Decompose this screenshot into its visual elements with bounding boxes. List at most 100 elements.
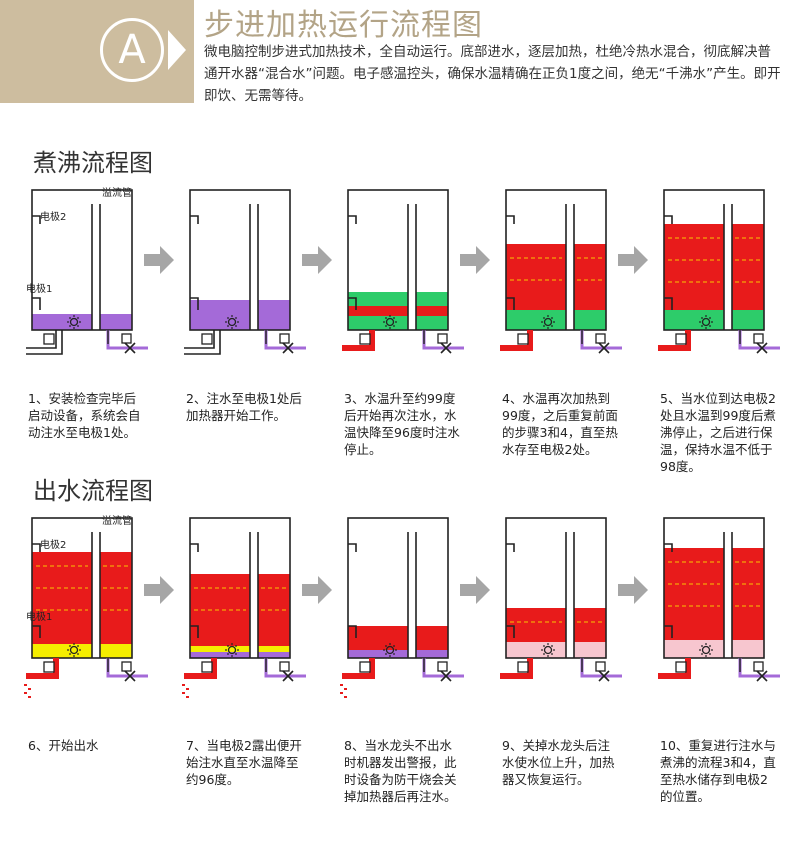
out-step10-electrode1 <box>664 625 673 638</box>
boil-step2-heater-dot <box>227 325 229 327</box>
out-step9-heater-dot <box>551 645 553 647</box>
out-step6-tank-outline <box>31 517 133 659</box>
out-step7-water-band <box>258 652 290 658</box>
boil-step2-faucet-icon <box>201 333 213 345</box>
boil-step4-tank-outline <box>505 189 607 331</box>
boil-arrow-icon-3-shape <box>460 246 490 274</box>
boil-step1-heater-dot <box>69 325 71 327</box>
out-step8-sensor-icon <box>437 661 448 672</box>
out-step9-faucet-icon <box>517 661 529 673</box>
out-step10-water-band <box>732 548 764 640</box>
boil-step3-water-band <box>416 306 448 316</box>
out-step9-heater-dot <box>543 645 545 647</box>
boil-arrow-icon-1-shape <box>144 246 174 274</box>
boil-step3-electrode1 <box>348 297 357 310</box>
out-step10-caption: 10、重复进行注水与煮沸的流程3和4，直至热水储存到电极2的位置。 <box>660 738 776 804</box>
boil-step2-valve-icon <box>282 342 294 354</box>
boil-step3-water-band <box>416 292 448 306</box>
out-step9-electrode2 <box>506 543 515 552</box>
out-step8-outlet-pipe <box>342 658 375 679</box>
out-step7-heater-dot <box>231 643 233 645</box>
boil-step3-heater-dot <box>395 321 397 323</box>
boil-step3-water-band <box>348 306 408 316</box>
out-step8-water-band <box>416 650 448 658</box>
boil-step2-outlet-pipe <box>184 330 215 349</box>
boil-step5-water-band <box>664 310 724 330</box>
boil-step4-tank <box>500 189 622 354</box>
boil-step4-electrode2 <box>506 215 515 224</box>
boil-step4-sensor-icon <box>595 333 606 344</box>
badge-letter: A <box>100 18 164 82</box>
out-step9-caption: 9、关掉水龙头后注水使水位上升，加热器又恢复运行。 <box>502 738 615 787</box>
boil-arrow-icon-1 <box>144 246 174 274</box>
boil-step2-heater-dot <box>237 321 239 323</box>
boil-step1-heater-dot <box>67 321 69 323</box>
boil-step1-tank <box>26 189 148 355</box>
out-step8-tank-outline <box>347 517 449 659</box>
out-step10-water-band <box>664 548 724 640</box>
out-step7-heater-dot <box>231 655 233 657</box>
out-step7-drip <box>182 692 185 694</box>
out-step8-heater-dot <box>393 653 395 655</box>
out-step10-heater-dot <box>705 655 707 657</box>
out-step7-heater-dot <box>227 645 229 647</box>
boil-arrow-icon-4 <box>618 246 648 274</box>
out-step6-outlet-pipe <box>26 658 59 679</box>
out-step9-water-band <box>506 608 566 642</box>
out-step8-heater-dot <box>385 645 387 647</box>
boil-step1-heater-dot <box>73 327 75 329</box>
out-step6-heater-dot <box>73 643 75 645</box>
out-step10-heater-icon <box>701 645 711 655</box>
out-step8-heater-dot <box>389 643 391 645</box>
out-step6-faucet-icon <box>43 661 55 673</box>
boil-step3-tank <box>342 189 464 354</box>
boil-step2-electrode1 <box>190 297 199 310</box>
boil-step2-heater-icon <box>227 317 237 327</box>
out-step7-drip <box>182 684 185 686</box>
boil-step4-heater-dot <box>553 321 555 323</box>
boil-step4-faucet-icon <box>517 333 529 345</box>
badge-arrow-icon <box>168 30 186 70</box>
boil-step3-heater-dot <box>389 315 391 317</box>
boil-step2-heater-dot <box>235 317 237 319</box>
out-step8-electrode2 <box>348 543 357 552</box>
out-step8-heater-dot <box>395 649 397 651</box>
out-step6-water-band <box>100 552 132 644</box>
boil-step5-water-band <box>732 224 764 310</box>
boil-step2-heater-dot <box>225 321 227 323</box>
out-step10-sensor-icon <box>753 661 764 672</box>
boil-step1-faucet-icon <box>43 333 55 345</box>
out-arrow-icon-2 <box>302 576 332 604</box>
out-step10-valve-icon <box>756 670 768 682</box>
out-step8-faucet-icon <box>359 661 371 673</box>
out-arrow-icon-1 <box>144 576 174 604</box>
boil-step1-electrode2 <box>32 215 41 224</box>
boil-step5-heater-dot <box>705 327 707 329</box>
out-step7-heater-icon <box>227 645 237 655</box>
boil-step1-valve-icon <box>124 342 136 354</box>
boil-step2-tank <box>184 189 306 355</box>
boil-step3-heater-dot <box>389 327 391 329</box>
out-step7-sensor-icon <box>279 661 290 672</box>
out-step6-overflow-label: 溢流管 <box>102 516 132 527</box>
boil-step1-heater-dot <box>73 315 75 317</box>
boil-step1-caption: 1、安装检查完毕后启动设备，系统会自动注水至电极1处。 <box>28 391 141 440</box>
outflow-section-title: 出水流程图 <box>33 477 153 505</box>
boil-step2-caption: 2、注水至电极1处后加热器开始工作。 <box>186 391 302 423</box>
out-step9-water-band <box>574 608 606 642</box>
out-step7-outlet-pipe <box>184 658 217 679</box>
boil-step4-water-band <box>506 244 566 310</box>
out-step8-caption: 8、当水龙头不出水时机器发出警报，此时设备为防干烧会关掉加热器后再注水。 <box>344 738 457 804</box>
boil-step4-heater-dot <box>551 317 553 319</box>
out-step9-water-band <box>574 642 606 658</box>
out-step10-heater-dot <box>699 649 701 651</box>
boil-step1-sensor-icon <box>121 333 132 344</box>
boil-step3-water-band <box>348 292 408 306</box>
out-step6-water-band <box>32 552 92 644</box>
boil-step3-valve-icon <box>440 342 452 354</box>
boil-step5-heater-icon <box>701 317 711 327</box>
out-step10-heater-dot <box>709 645 711 647</box>
out-step10-heater-dot <box>709 653 711 655</box>
out-step8-heater-icon <box>385 645 395 655</box>
boil-step4-water-band <box>574 244 606 310</box>
